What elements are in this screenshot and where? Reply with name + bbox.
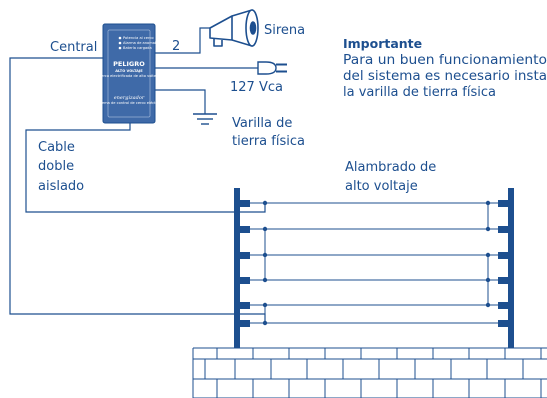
cable-label-line-3: aislado [38, 179, 84, 194]
fence [234, 188, 514, 348]
indicator-led-3 [118, 46, 122, 50]
indicator-led-1 [118, 36, 122, 40]
siren-label: Sirena [264, 23, 305, 38]
important-note: Importante Para un buen funcionamiento d… [343, 36, 547, 100]
junction-dots-right [485, 200, 491, 308]
insulators-left [240, 200, 250, 327]
insulators-right [498, 200, 508, 327]
fence-label-line-1: Alambrado de [345, 160, 436, 175]
fence-wires [240, 202, 508, 324]
central-label: Central [50, 40, 97, 55]
central-unit-panel [107, 29, 151, 118]
central-unit: Potencia al cerco Alarma de anomalías Ba… [96, 23, 162, 124]
siren-wire-count-label: 2 [172, 39, 180, 54]
junction-dots-left [262, 200, 268, 326]
ground-icon [193, 113, 217, 125]
important-line-1: Para un buen funcionamiento [343, 53, 547, 68]
indicator-led-2 [118, 41, 122, 45]
brick-joints-row-1 [216, 348, 542, 359]
fence-label-line-2: alto voltaje [345, 179, 418, 194]
device-warning-subtitle: ALTO VOLTAJE [115, 69, 143, 73]
fence-post-right [508, 188, 514, 348]
indicator-label-3: Batería cargada [123, 46, 152, 50]
important-title: Importante [343, 36, 422, 51]
cable-label-line-2: doble [38, 159, 74, 174]
fence-post-left [234, 188, 240, 348]
power-plug-icon [257, 61, 287, 75]
brick-wall [192, 347, 547, 398]
ground-wire [154, 89, 206, 114]
ground-rod-label-line-2: tierra física [232, 134, 305, 149]
indicator-label-1: Potencia al cerco [123, 36, 154, 40]
device-brand-sub: sistema de control de cerco eléctrico [96, 101, 162, 105]
voltage-label: 127 Vca [230, 80, 283, 95]
cable-label-line-1: Cable [38, 140, 75, 155]
siren-wire [154, 27, 210, 54]
brick-joints-row-2 [204, 359, 524, 379]
siren-icon [209, 9, 259, 47]
device-warning-title: PELIGRO [113, 60, 145, 68]
important-line-3: la varilla de tierra física [343, 85, 496, 100]
important-line-2: del sistema es necesario insta [343, 69, 547, 84]
return-wire-inner [25, 122, 266, 213]
ground-rod-label-line-1: Varilla de [232, 116, 292, 131]
central-unit-body [102, 23, 156, 124]
brick-joints-row-3 [216, 379, 542, 398]
indicator-label-2: Alarma de anomalías [123, 41, 161, 45]
device-description: Cerca electrificada de alto voltaje [99, 74, 160, 78]
device-brand: energizador [114, 95, 145, 101]
